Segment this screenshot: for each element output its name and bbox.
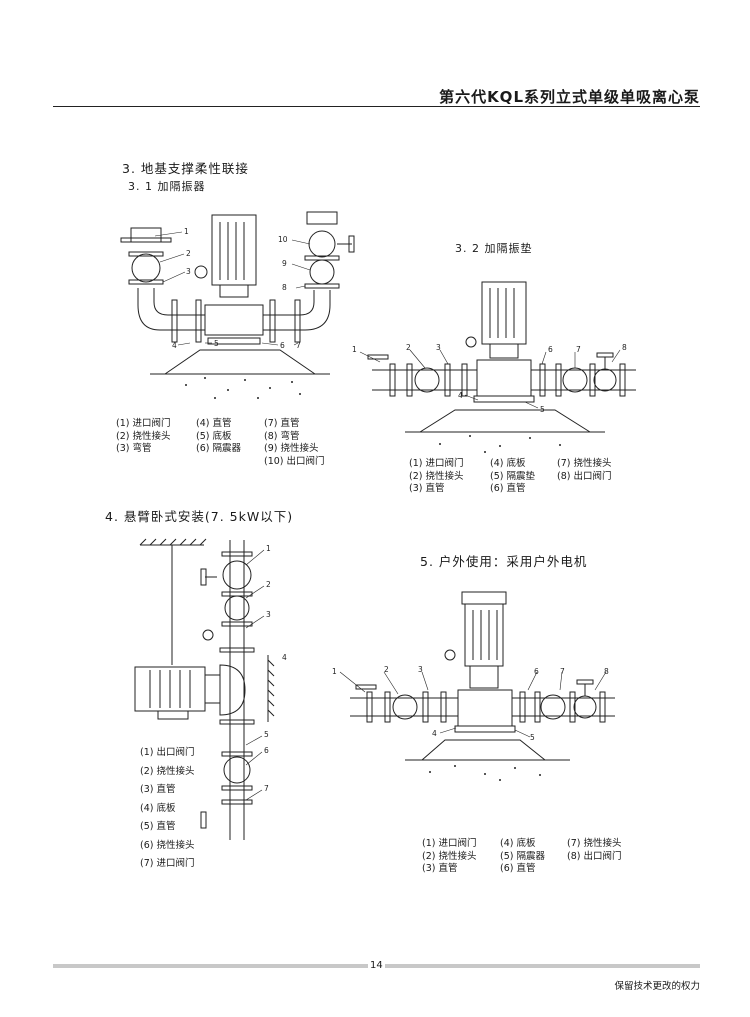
header-rule: [53, 106, 700, 107]
document-title: 第六代KQL系列立式单级单吸离心泵: [439, 88, 700, 106]
legend-3-2-col2: (4) 底板 (5) 隔震垫 (6) 直管: [490, 458, 535, 494]
figure-3-1-drawing: [120, 211, 355, 375]
section-5-title: 5. 户外使用：采用户外电机: [420, 554, 588, 569]
callout: 3: [436, 343, 441, 352]
callout: 4: [172, 341, 177, 350]
callout: 3: [418, 665, 423, 674]
figure-3-2-drawing: [367, 281, 636, 433]
callout: 3: [266, 610, 271, 619]
callouts-4: 1 2 3 4 5 6 7: [264, 544, 287, 793]
section-3-title: 3. 地基支撑柔性联接: [122, 161, 249, 176]
callout: 4: [282, 653, 287, 662]
callout: 5: [540, 405, 545, 414]
callout: 6: [548, 345, 553, 354]
callout: 7: [296, 341, 301, 350]
ground-texture: [185, 377, 561, 781]
legend-5-col2: (4) 底板 (5) 隔震器 (6) 直管: [500, 838, 545, 874]
figure-5-drawing: [350, 591, 615, 761]
callouts-3-1: 1 2 3 4 5 6 7 8 9 10: [172, 227, 301, 350]
callout: 1: [352, 345, 357, 354]
page-number: 14: [368, 960, 385, 971]
callout: 7: [264, 784, 269, 793]
legend-4: (1) 出口阀门 (2) 挠性接头 (3) 直管 (4) 底板 (5) 直管 (…: [140, 747, 195, 869]
callout: 4: [458, 391, 463, 400]
callout: 7: [560, 667, 565, 676]
callout: 2: [384, 665, 389, 674]
callout: 6: [534, 667, 539, 676]
callout: 2: [406, 343, 411, 352]
callout: 4: [432, 729, 437, 738]
callout: 5: [264, 730, 269, 739]
section-4-title: 4. 悬臂卧式安装(7. 5kW以下): [105, 509, 294, 524]
footer-note: 保留技术更改的权力: [614, 981, 700, 992]
legend-3-1-col3: (7) 直管 (8) 弯管 (9) 挠性接头 (10) 出口阀门: [264, 418, 325, 467]
callout: 10: [278, 235, 288, 244]
callout: 8: [282, 283, 287, 292]
section-3-1-title: 3. 1 加隔振器: [128, 180, 206, 193]
callout: 5: [214, 339, 219, 348]
callout: 1: [332, 667, 337, 676]
callout: 1: [184, 227, 189, 236]
section-3-2-title: 3. 2 加隔振垫: [455, 242, 533, 255]
legend-3-1-col2: (4) 直管 (5) 底板 (6) 隔震器: [196, 418, 241, 454]
callouts-5: 1 2 3 4 5 6 7 8: [332, 665, 609, 742]
callout: 6: [264, 746, 269, 755]
callout: 6: [280, 341, 285, 350]
callout: 9: [282, 259, 287, 268]
legend-3-1-col1: (1) 进口阀门 (2) 挠性接头 (3) 弯管: [116, 418, 171, 454]
callout: 8: [622, 343, 627, 352]
legend-3-2-col1: (1) 进口阀门 (2) 挠性接头 (3) 直管: [409, 458, 464, 494]
legend-5-col3: (7) 挠性接头 (8) 出口阀门: [567, 838, 622, 862]
callout: 5: [530, 733, 535, 742]
callout: 2: [266, 580, 271, 589]
callout: 2: [186, 249, 191, 258]
callout: 8: [604, 667, 609, 676]
callout: 1: [266, 544, 271, 553]
figure-4-drawing: [134, 538, 275, 840]
legend-3-2-col3: (7) 挠性接头 (8) 出口阀门: [557, 458, 612, 482]
callouts-3-2: 1 2 3 4 5 6 7 8: [352, 343, 627, 414]
callout: 3: [186, 267, 191, 276]
legend-5-col1: (1) 进口阀门 (2) 挠性接头 (3) 直管: [422, 838, 477, 874]
callout: 7: [576, 345, 581, 354]
